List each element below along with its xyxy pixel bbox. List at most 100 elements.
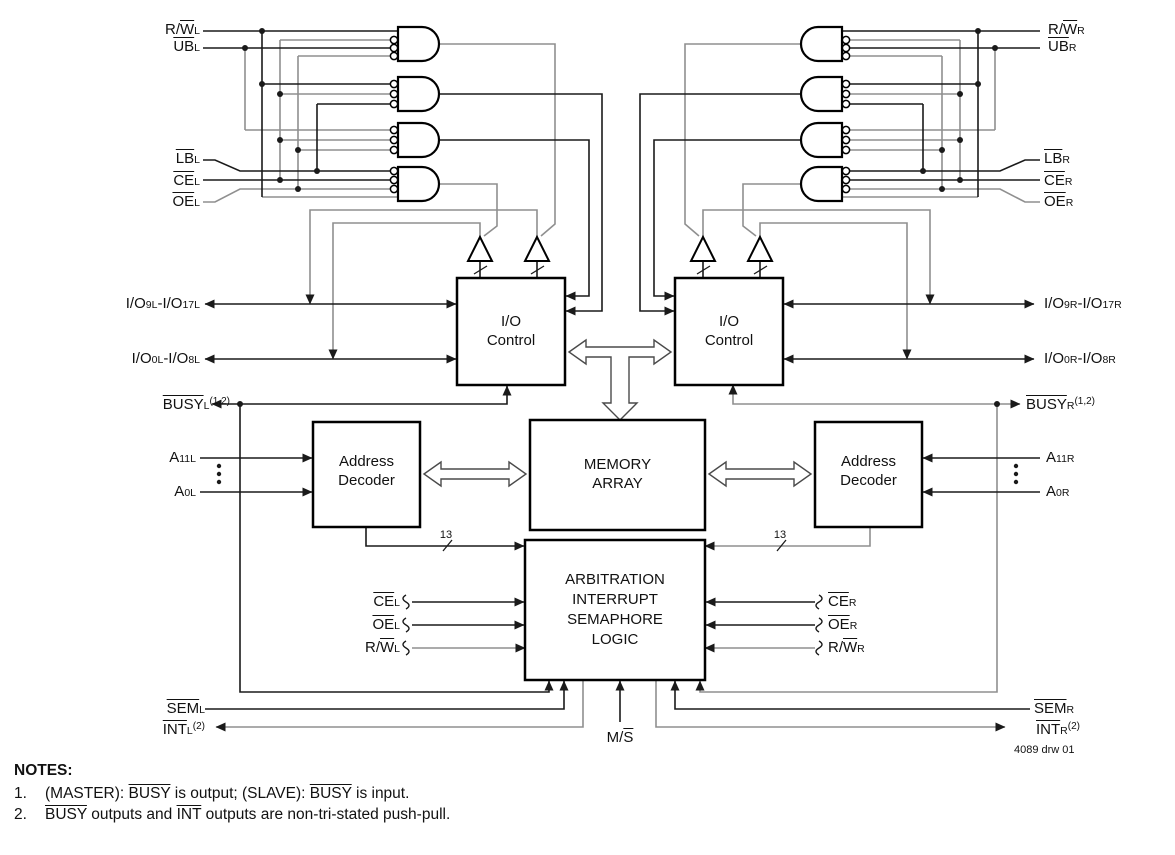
note-2-text: BUSY outputs and INT outputs are non-tri… [45,806,451,823]
label-ce-left: CEL [173,172,200,189]
and-gate-r3 [799,121,844,159]
label-bus-width-right: 13 [773,529,787,541]
label-bus-width-left: 13 [439,529,453,541]
label-rw-arb-left: R/WL [364,639,400,656]
address-decoder-left-box [311,420,422,529]
wire-enable-lower-right [759,222,912,360]
notes-section: NOTES: 1. (MASTER): BUSY is output; (SLA… [14,762,450,824]
label-a0-left: A0L [174,483,196,500]
hollow-bus-arrows [422,338,813,488]
slash-bus13-left [442,539,453,552]
wire-cel-rail [279,39,390,180]
arbitration-box [523,538,707,682]
diagram-canvas [200,25,1040,732]
wire-lbl-rail [316,103,390,171]
wire-enable-upper-left [305,209,538,305]
label-a11-right: A11R [1046,449,1075,466]
squiggle-marks [402,594,823,656]
wire-g4l-to-buffer [439,183,498,237]
bus-arrow-decoder-left [422,460,528,488]
label-lb-right: LBR [1044,150,1070,167]
and-gate-l3 [396,121,441,159]
label-rw-left: R/WL [164,21,200,38]
wire-oer-rail [850,55,943,189]
label-ub-right: UBR [1048,38,1077,55]
and-gate-r4 [799,165,844,203]
wire-lbl-line [203,159,390,172]
wire-rwl-rail [261,31,390,197]
bus-arrow-io-memory [567,338,673,421]
squiggle-rwl [402,640,410,656]
label-rw-arb-right: R/WR [828,639,865,656]
note-2: 2. BUSY outputs and INT outputs are non-… [14,806,451,823]
black-wires [200,30,1040,722]
note-1-text: (MASTER): BUSY is output; (SLAVE): BUSY … [45,785,410,802]
squiggle-oel [402,617,410,633]
label-sem-right: SEMR [1034,700,1075,717]
squiggle-oer [815,617,823,633]
buffer-r1 [689,234,717,262]
wire-lbr-line [850,159,1040,172]
wire-decoder-arb-left [365,527,525,551]
label-a11-left: A11L [169,449,196,466]
junction-dots [237,28,1000,407]
wire-seml [205,680,569,710]
slash-bufl2 [530,265,545,275]
label-oe-arb-left: OEL [372,616,400,633]
label-ub-left: UBL [173,38,200,55]
label-oe-arb-right: OER [828,616,858,633]
wire-g3l-out [439,139,590,301]
wire-busyl-rail [239,404,554,693]
wire-oel-line [203,188,390,203]
label-io-lower-left: I/O0L-I/O8L [131,350,200,367]
wire-g4r-to-buffer [742,183,801,237]
wire-rwr-rail [850,31,979,197]
wire-semr [670,680,1030,710]
io-control-left-box [455,276,567,387]
wire-enable-upper-right [702,209,935,305]
memory-array-box [528,418,707,532]
address-decoder-right-box [813,420,924,529]
slash-bufr2 [753,265,768,275]
note-1: 1. (MASTER): BUSY is output; (SLAVE): BU… [14,785,410,802]
label-int-left: INTL(2) [162,721,205,738]
label-ce-arb-right: CER [828,593,857,610]
label-a0-right: A0R [1046,483,1070,500]
address-ellipsis [216,463,1019,485]
wire-oel-rail [297,55,390,189]
input-bubbles [389,35,851,194]
label-ce-arb-left: CEL [373,593,400,610]
label-sem-left: SEML [166,700,205,717]
slash-bufl1 [473,265,488,275]
wire-cer-rail [850,39,961,180]
drawing-number: 4089 drw 01 [1014,744,1075,756]
wire-intr [655,680,1006,732]
squiggle-rwr [815,640,823,656]
label-master-slave: M/S [606,729,634,746]
label-io-upper-right: I/O9R-I/O17R [1044,295,1122,312]
wire-decoder-arb-right [704,527,871,551]
wire-oer-line [850,188,1040,203]
blocks [311,276,924,682]
wire-g3r-out [653,139,801,301]
buffer-r2 [746,234,774,262]
squiggle-cel [402,594,410,610]
wire-busyr [728,384,1021,409]
label-ce-right: CER [1044,172,1073,189]
slash-bufr1 [696,265,711,275]
label-oe-right: OER [1044,193,1074,210]
label-io-lower-right: I/O0R-I/O8R [1044,350,1116,367]
label-rw-right: R/WR [1048,21,1085,38]
io-control-right-box [673,276,785,387]
and-gate-r1 [799,25,844,63]
label-busy-right: BUSYR(1,2) [1026,396,1096,413]
label-int-right: INTR(2) [1036,721,1080,738]
wire-lbr-rail [850,103,924,171]
buffer-l2 [523,234,551,262]
